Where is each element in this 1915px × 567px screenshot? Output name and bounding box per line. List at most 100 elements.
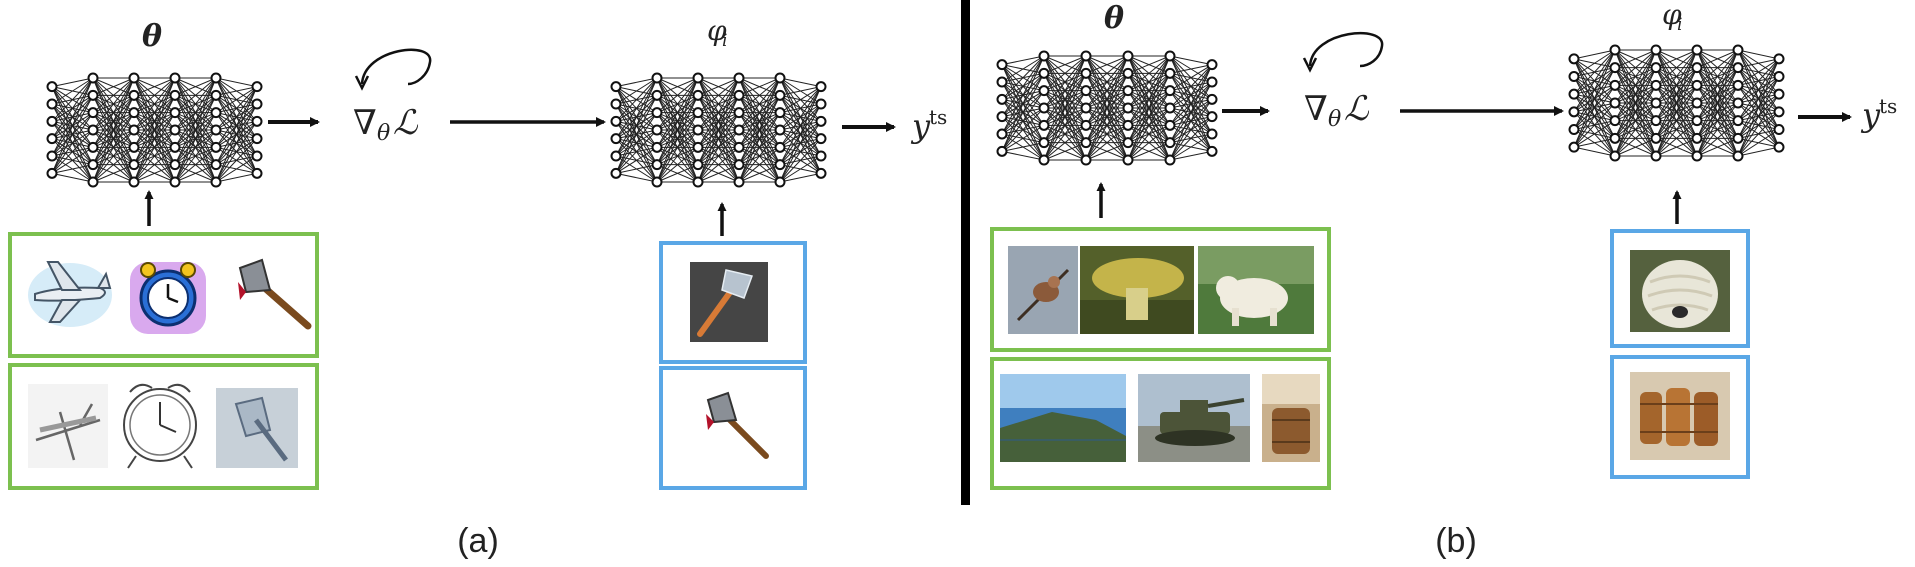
network-node [610, 167, 622, 179]
network-edge [1169, 64, 1213, 109]
network-phi-b [1568, 44, 1785, 162]
network-edge [174, 77, 217, 148]
network-node [733, 72, 745, 84]
network-node [1650, 97, 1662, 109]
network-node [1773, 88, 1785, 100]
network-node [1773, 53, 1785, 65]
network-node [46, 115, 58, 127]
network-edge [1169, 81, 1213, 161]
phi-label-b: φ i [1662, 0, 1682, 35]
network-edge [615, 77, 658, 88]
network-edge [92, 95, 135, 183]
network-edge [1085, 73, 1129, 161]
network-edge [1043, 73, 1087, 161]
network-edge [1655, 120, 1698, 157]
network-edge [1001, 90, 1045, 152]
network-edge [697, 112, 740, 183]
network-edge [1696, 49, 1739, 139]
network-edge [1169, 64, 1213, 74]
network-edge [779, 155, 822, 183]
network-edge [1127, 142, 1171, 161]
network-node [1691, 79, 1703, 91]
query-box-a-2 [659, 366, 807, 490]
network-node [210, 176, 222, 188]
network-edge [215, 86, 258, 96]
barrels-photo [1630, 372, 1730, 460]
network-edge [738, 112, 781, 183]
network-edge [92, 112, 135, 183]
network-node [610, 81, 622, 93]
network-edge [779, 121, 822, 183]
network-edge [133, 77, 176, 96]
network-edge [656, 77, 699, 183]
network-node [128, 176, 140, 188]
network-node [210, 124, 222, 136]
network-node [46, 150, 58, 162]
network-edge [779, 86, 822, 148]
network-edge [51, 77, 94, 105]
network-edge [697, 77, 740, 131]
network-edge [1696, 67, 1739, 157]
network-edge [92, 77, 135, 131]
network-edge [1614, 49, 1657, 69]
network-node [210, 89, 222, 101]
network-node [46, 133, 58, 145]
network-edge [779, 86, 822, 165]
network-node [1164, 137, 1176, 149]
network-edge [1655, 49, 1698, 157]
network-node [1609, 132, 1621, 144]
network-edge [174, 77, 217, 165]
network-edge [1573, 49, 1616, 148]
network-edge [1001, 55, 1045, 152]
network-edge [1614, 102, 1657, 157]
network-node [1164, 85, 1176, 97]
network-edge [215, 121, 258, 183]
network-node [1568, 124, 1580, 135]
network-edge [1655, 102, 1698, 157]
network-node [774, 72, 786, 84]
network-edge [1737, 58, 1780, 157]
phi-label-a: φ i [707, 14, 727, 51]
network-node [87, 89, 99, 101]
network-edge [51, 172, 94, 183]
network-node [733, 124, 745, 136]
network-edge [615, 129, 658, 174]
network-node [996, 111, 1008, 123]
network-edge [1737, 58, 1780, 121]
network-node [87, 72, 99, 84]
network-edge [656, 95, 699, 183]
network-edge [1085, 55, 1129, 109]
network-node [692, 159, 704, 171]
network-edge [779, 103, 822, 183]
svg-text:ts: ts [929, 105, 947, 129]
network-node [87, 141, 99, 153]
network-edge [133, 164, 176, 183]
network-node [169, 72, 181, 84]
network-edge [1696, 85, 1739, 157]
network-node [1650, 62, 1662, 74]
network-node [210, 141, 222, 153]
network-node [1609, 62, 1621, 74]
axe-sketch [216, 388, 298, 468]
network-edge [738, 77, 781, 165]
svg-text:ℒ: ℒ [1344, 89, 1370, 129]
shaggy-dog-photo [1630, 250, 1730, 332]
network-edge [1169, 99, 1213, 161]
network-edge [615, 77, 658, 122]
network-node [1732, 79, 1744, 91]
alarm-clock-sketch [123, 383, 197, 469]
support-box-a-row2 [8, 363, 319, 490]
network-edge [779, 77, 822, 88]
svg-text:i: i [1677, 15, 1682, 35]
network-edge [1001, 124, 1045, 152]
network-edge [697, 146, 740, 183]
network-edge [51, 77, 94, 174]
network-edge [1001, 55, 1045, 100]
network-node [651, 72, 663, 84]
panel-divider [961, 0, 970, 505]
network-node [1609, 44, 1621, 56]
network-edge [51, 77, 94, 122]
network-edge [1127, 55, 1171, 92]
network-node [996, 76, 1008, 88]
network-node [733, 141, 745, 153]
